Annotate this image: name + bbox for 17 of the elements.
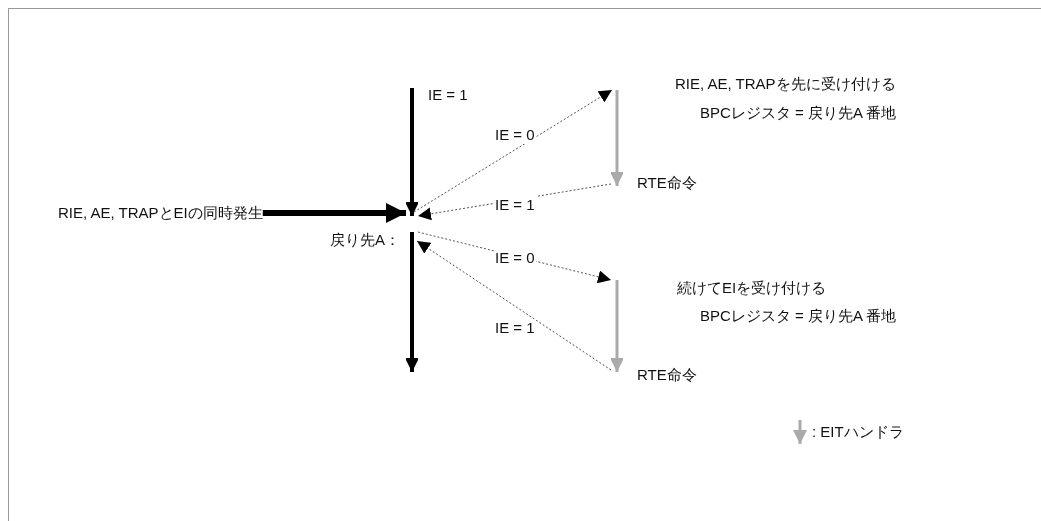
annotation-text: RTE命令 (637, 366, 697, 384)
arrow (416, 240, 612, 371)
annotation-text: BPCレジスタ = 戻り先A 番地 (700, 307, 897, 325)
annotation-text: IE = 1 (428, 86, 468, 104)
flow-arrow (611, 90, 623, 186)
arrow (262, 203, 406, 223)
arrow (413, 89, 613, 213)
event-label: RIE, AE, TRAPとEIの同時発生 (58, 204, 263, 222)
annotation-text: RTE命令 (637, 174, 697, 192)
flow-arrow (406, 232, 418, 372)
annotation-text: 戻り先A： (330, 231, 400, 249)
annotation-text: RIE, AE, TRAPを先に受け付ける (675, 75, 896, 93)
flow-arrow (406, 88, 418, 216)
flow-arrow (611, 280, 623, 372)
annotation-text: 続けてEIを受け付ける (677, 279, 827, 297)
legend-text: : EITハンドラ (812, 423, 904, 441)
annotation-text: BPCレジスタ = 戻り先A 番地 (700, 104, 897, 122)
